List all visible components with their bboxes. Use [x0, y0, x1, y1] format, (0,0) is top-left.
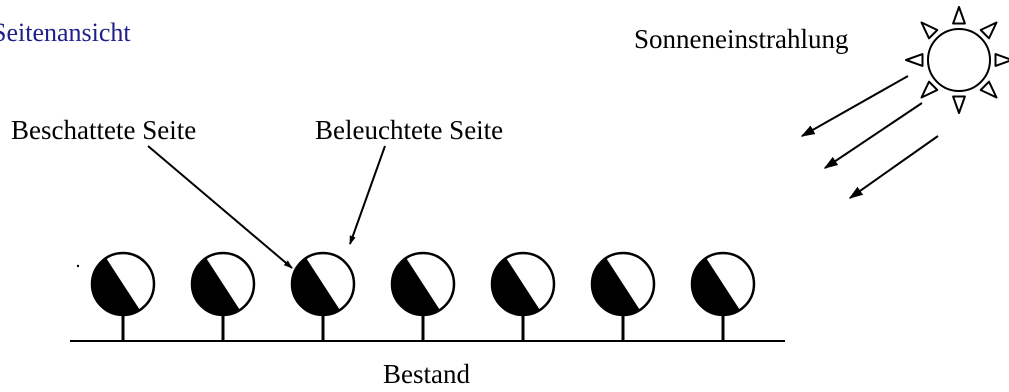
tree-icon: [390, 251, 456, 341]
sun-ray-triangle: [952, 95, 966, 114]
sun-ray-triangle: [920, 80, 939, 99]
tree-icon: [190, 251, 256, 341]
sun-ray-arrow-icon: [823, 102, 923, 169]
sun-ray-arrow-icon: [800, 75, 909, 137]
sun-ray-triangle: [920, 21, 939, 40]
sun-ray-arrow-icon: [848, 135, 939, 199]
diagram-title: Seitenansicht: [0, 18, 131, 47]
sun-ray-triangle: [905, 53, 924, 67]
tree-icon: [490, 251, 556, 341]
label-pointers: [147, 145, 386, 269]
shaded-side-label: Beschattete Seite: [11, 115, 197, 145]
tree-icon: [90, 251, 156, 341]
sun-ray-triangle: [994, 53, 1009, 67]
tree-row: [90, 251, 756, 341]
tree-icon: [290, 251, 356, 341]
sun-radiation-label: Sonneneinstrahlung: [634, 24, 849, 54]
stray-dot: [76, 264, 80, 268]
sun-ray-arrows: [800, 75, 939, 199]
sun-ray-triangle: [952, 6, 966, 25]
tree-icon: [590, 251, 656, 341]
lit-side-pointer: [349, 145, 386, 245]
shaded-side-pointer: [147, 145, 293, 269]
sun-icon: [905, 6, 1009, 114]
stand-label: Bestand: [383, 359, 470, 389]
tree-icon: [690, 251, 756, 341]
sun-ray-triangle: [979, 80, 998, 99]
lit-side-label: Beleuchtete Seite: [315, 115, 504, 145]
sun-ray-triangle: [979, 21, 998, 40]
